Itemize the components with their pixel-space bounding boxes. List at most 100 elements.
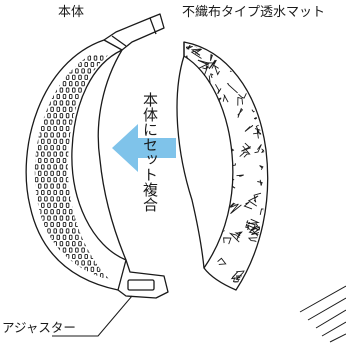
perforation-hole — [62, 209, 67, 215]
perforation-hole — [59, 266, 64, 272]
perforation-hole — [87, 234, 92, 240]
perforation-hole — [109, 279, 112, 280]
perforation-hole — [93, 260, 98, 266]
perforation-hole — [41, 253, 45, 260]
mat-fiber — [241, 142, 252, 152]
perforation-hole — [103, 215, 107, 221]
mat-fiber — [189, 220, 197, 227]
perforation-hole — [41, 164, 45, 170]
mat-fiber — [218, 140, 231, 151]
mat-fiber — [190, 48, 202, 56]
perforation-hole — [93, 170, 98, 176]
perforation-hole — [47, 113, 51, 119]
perforation-hole — [41, 113, 45, 119]
perforation-hole — [109, 266, 112, 272]
perforation-hole — [75, 183, 79, 189]
perforation-hole — [87, 106, 92, 112]
perforation-hole — [41, 228, 45, 234]
perforation-hole — [41, 61, 45, 68]
perforation-hole — [53, 177, 57, 183]
perforation-hole — [44, 170, 48, 176]
mat-fiber — [262, 111, 266, 122]
mat-fiber — [265, 240, 266, 248]
perforation-hole — [44, 196, 48, 202]
perforation-hole — [93, 183, 98, 189]
perforation-hole — [34, 189, 39, 196]
perforation-hole — [90, 253, 95, 260]
perforation-hole — [53, 125, 57, 132]
mat-fiber — [252, 44, 259, 47]
perforation-hole — [106, 68, 110, 74]
filter-mat-label: 不織布タイプ透水マット — [182, 5, 326, 20]
perforation-hole — [96, 164, 101, 170]
perforation-hole — [44, 209, 48, 215]
mat-fiber — [217, 150, 225, 160]
perforation-hole — [59, 74, 64, 80]
mat-fiber — [251, 106, 264, 113]
perforation-hole — [53, 189, 57, 196]
perforation-hole — [93, 55, 98, 61]
perforation-hole — [75, 170, 79, 176]
mat-fiber — [192, 98, 199, 106]
perforation-hole — [34, 100, 39, 106]
mat-fiber — [253, 128, 260, 139]
mat-fiber — [186, 90, 188, 103]
mat-fiber — [257, 239, 266, 247]
perforation-hole — [34, 164, 39, 170]
perforation-hole — [68, 234, 73, 240]
perforation-hole — [59, 61, 64, 68]
perforation-hole — [81, 157, 85, 164]
perforation-hole — [78, 177, 82, 183]
mat-fiber — [230, 271, 241, 280]
perforation-hole — [103, 164, 107, 170]
mat-fiber — [188, 78, 200, 86]
perforation-hole — [99, 119, 104, 125]
mat-fiber — [207, 195, 215, 202]
perforation-hole — [26, 274, 29, 278]
perforation-hole — [90, 202, 95, 208]
perforation-hole — [29, 254, 32, 258]
perforation-hole — [44, 119, 48, 125]
perforation-hole — [109, 189, 112, 196]
mat-fiber — [197, 59, 211, 70]
adjuster-slot — [127, 279, 155, 291]
filter-mat-inner-edge — [176, 55, 205, 269]
adjuster-clip — [117, 259, 169, 299]
mat-fiber — [180, 172, 185, 179]
perforation-hole — [34, 93, 36, 100]
perforation-hole — [90, 241, 95, 247]
perforation-hole — [72, 228, 76, 234]
perforation-hole — [29, 229, 32, 233]
perforation-hole — [59, 202, 64, 208]
perforation-hole — [93, 93, 98, 100]
perforation-hole — [41, 266, 45, 272]
mat-fiber — [213, 64, 220, 76]
perforation-hole — [50, 68, 54, 74]
mat-fiber — [191, 191, 196, 198]
perforation-hole — [90, 164, 95, 170]
filter-mat — [176, 41, 269, 291]
mat-fiber — [210, 241, 217, 247]
mat-fiber — [230, 203, 242, 214]
perforation-hole — [62, 119, 67, 125]
perforation-hole — [44, 93, 48, 100]
perforation-hole — [68, 106, 73, 112]
mat-fiber — [244, 124, 254, 132]
perforation-hole — [50, 183, 54, 189]
mat-fiber — [201, 281, 206, 286]
perforation-hole — [62, 247, 67, 253]
perforation-hole — [84, 138, 88, 144]
perforation-hole — [47, 266, 51, 272]
perforation-hole — [68, 68, 73, 74]
mat-fiber — [207, 125, 214, 136]
mat-fiber — [211, 138, 218, 147]
mat-fiber — [198, 225, 206, 235]
mat-fiber — [241, 63, 253, 72]
perforation-hole — [44, 273, 48, 279]
perforation-hole — [62, 157, 67, 164]
perforation-hole — [68, 273, 73, 279]
perforation-hole — [87, 119, 92, 125]
perforation-hole — [72, 189, 76, 196]
perforation-hole — [41, 74, 45, 80]
perforation-hole — [81, 55, 85, 61]
